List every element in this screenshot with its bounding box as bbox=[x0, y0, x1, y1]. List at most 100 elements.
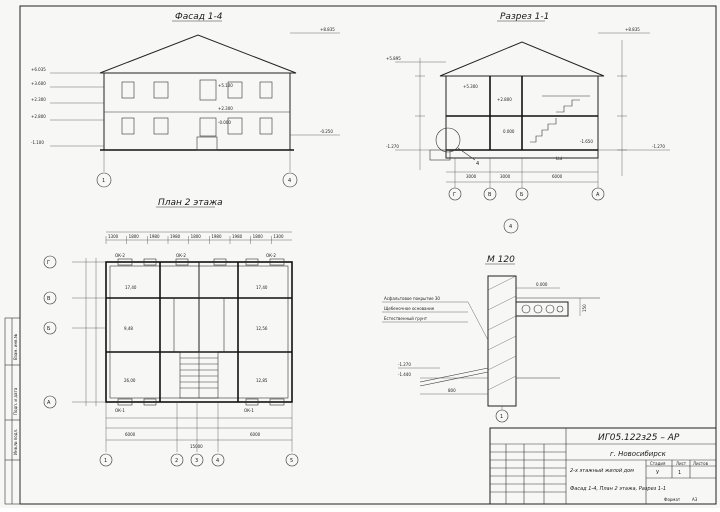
section-inner-level: +5.300 bbox=[463, 84, 478, 89]
section-stair-label: Ltd bbox=[556, 156, 563, 161]
plan-axis-row: Г bbox=[47, 260, 50, 266]
facade-level: -1.100 bbox=[31, 140, 44, 145]
title-sheets-header: Листов bbox=[693, 461, 709, 466]
sheet-frame bbox=[19, 5, 717, 505]
facade-title: Фасад 1-4 bbox=[175, 12, 223, 22]
side-stamp bbox=[4, 317, 21, 505]
title-building: 2-х этажный жилой дом bbox=[570, 468, 634, 474]
plan-title: План 2 этажа bbox=[158, 198, 223, 208]
facade-view: Фасад 1-4 +6.035 +3.600 +2.300 +2.800 -1… bbox=[31, 12, 340, 188]
facade-axis: 1 bbox=[102, 178, 105, 184]
facade-level: +2.300 bbox=[31, 97, 46, 102]
section-stair bbox=[530, 118, 557, 143]
detail-dim: 800 bbox=[448, 388, 456, 393]
detail-axis: 1 bbox=[500, 414, 503, 420]
room-area: 9,48 bbox=[124, 326, 133, 331]
plan-axis-row: В bbox=[47, 296, 51, 302]
detail-level: -1.270 bbox=[398, 362, 411, 367]
facade-entrance bbox=[196, 136, 218, 151]
section-inner-level: -1.650 bbox=[580, 139, 593, 144]
plan-dim-top: 1300 bbox=[108, 234, 119, 239]
detail-title: М 120 bbox=[487, 255, 515, 265]
title-sheet-content: Фасад 1-4, План 2 этажа, Разрез 1-1 bbox=[570, 486, 666, 492]
title-city: г. Новосибирск bbox=[610, 450, 667, 458]
facade-level: +3.600 bbox=[31, 81, 46, 86]
plan-dim-top: 1800 bbox=[191, 234, 202, 239]
title-format: А3 bbox=[692, 497, 698, 502]
section-level: -1.270 bbox=[386, 144, 399, 149]
plan-axis-col: 5 bbox=[290, 458, 293, 464]
plan-dim-bottom: 6000 bbox=[250, 432, 261, 437]
plan-axis-col: 3 bbox=[195, 458, 198, 464]
plan-dim-top: 1300 bbox=[273, 234, 284, 239]
section-axis: Г bbox=[453, 192, 456, 198]
facade-level: -0.000 bbox=[218, 120, 231, 125]
plan-dim-bottom: 6000 bbox=[125, 432, 136, 437]
section-dim: 3000 bbox=[500, 174, 511, 179]
room-area: 26,00 bbox=[124, 378, 136, 383]
title-block: ИГ05.122з25 – АР г. Новосибирск 2-х этаж… bbox=[489, 427, 717, 505]
section-level: +8.835 bbox=[625, 27, 640, 32]
plan-dim-top: 1980 bbox=[232, 234, 243, 239]
detail-layer: Естественный грунт bbox=[384, 316, 428, 321]
detail-level: -1.440 bbox=[398, 372, 411, 377]
section-level: +5.895 bbox=[386, 56, 401, 61]
section-axis: Б bbox=[520, 192, 524, 198]
facade-axis: 4 bbox=[288, 178, 291, 184]
window-type: ОК-2 bbox=[266, 253, 276, 258]
plan-dim-top: 1980 bbox=[149, 234, 160, 239]
detail-layer: Щебеночное основание bbox=[384, 306, 435, 311]
facade-level: -0.250 bbox=[320, 129, 333, 134]
section-axis: А bbox=[596, 192, 600, 198]
facade-level: +2.800 bbox=[31, 114, 46, 119]
section-dim: 6000 bbox=[552, 174, 563, 179]
room-area: 12,85 bbox=[256, 378, 268, 383]
facade-level: +8.835 bbox=[320, 27, 335, 32]
room-area: 12,56 bbox=[256, 326, 268, 331]
window-type: ОК-2 bbox=[176, 253, 186, 258]
plan-view: План 2 этажа 17,40 17,40 bbox=[43, 198, 299, 467]
section-callout-ref: 4 bbox=[509, 224, 512, 230]
window-type: ОК-1 bbox=[115, 408, 125, 413]
plan-axis-row: Б bbox=[47, 326, 51, 332]
title-stage: У bbox=[656, 470, 659, 476]
section-dim: 3000 bbox=[466, 174, 477, 179]
plan-axis-col: 2 bbox=[175, 458, 178, 464]
section-callout-circle bbox=[435, 127, 461, 153]
window-type: ОК-2 bbox=[115, 253, 125, 258]
room-area: 17,40 bbox=[125, 285, 137, 290]
section-title: Разрез 1-1 bbox=[500, 12, 549, 22]
plan-axis-col: 1 bbox=[104, 458, 107, 464]
facade-level: +6.035 bbox=[31, 67, 46, 72]
section-roof bbox=[439, 41, 605, 77]
section-level: -1.270 bbox=[652, 144, 665, 149]
room-area: 17,40 bbox=[256, 285, 268, 290]
section-inner-level: 0.000 bbox=[503, 129, 515, 134]
plan-axis-col: 4 bbox=[216, 458, 219, 464]
detail-dim: 150 bbox=[582, 304, 587, 312]
facade-level: +5.100 bbox=[218, 83, 233, 88]
title-sheet-header: Лист bbox=[676, 461, 687, 466]
title-stage-header: Стадия bbox=[650, 461, 666, 466]
plan-dim-top: 1800 bbox=[129, 234, 140, 239]
facade-roof bbox=[99, 34, 297, 74]
detail-view: М 120 Асфальтовое покрытие 30 Щебеночное… bbox=[382, 255, 600, 423]
detail-wall bbox=[487, 275, 517, 407]
window-type: ОК-1 bbox=[244, 408, 254, 413]
detail-slab bbox=[515, 301, 569, 317]
plan-dim-top: 1980 bbox=[211, 234, 222, 239]
plan-axis-row: А bbox=[47, 400, 51, 406]
title-format-label: Формат bbox=[664, 497, 681, 502]
section-axis: В bbox=[488, 192, 492, 198]
title-code: ИГ05.122з25 – АР bbox=[598, 433, 680, 443]
section-inner-level: +2.800 bbox=[497, 97, 512, 102]
stamp-inv: Инв.№ подл. bbox=[13, 429, 18, 455]
section-callout: 4 bbox=[476, 161, 479, 167]
facade-level: +2.300 bbox=[218, 106, 233, 111]
detail-layer: Асфальтовое покрытие 30 bbox=[384, 296, 440, 301]
section-view: Разрез 1-1 4 Ltd +5.895 -1.270 +8.835 -1… bbox=[386, 12, 670, 234]
plan-dim-top: 1800 bbox=[253, 234, 264, 239]
stamp-sign: Подп. и дата bbox=[13, 387, 18, 415]
